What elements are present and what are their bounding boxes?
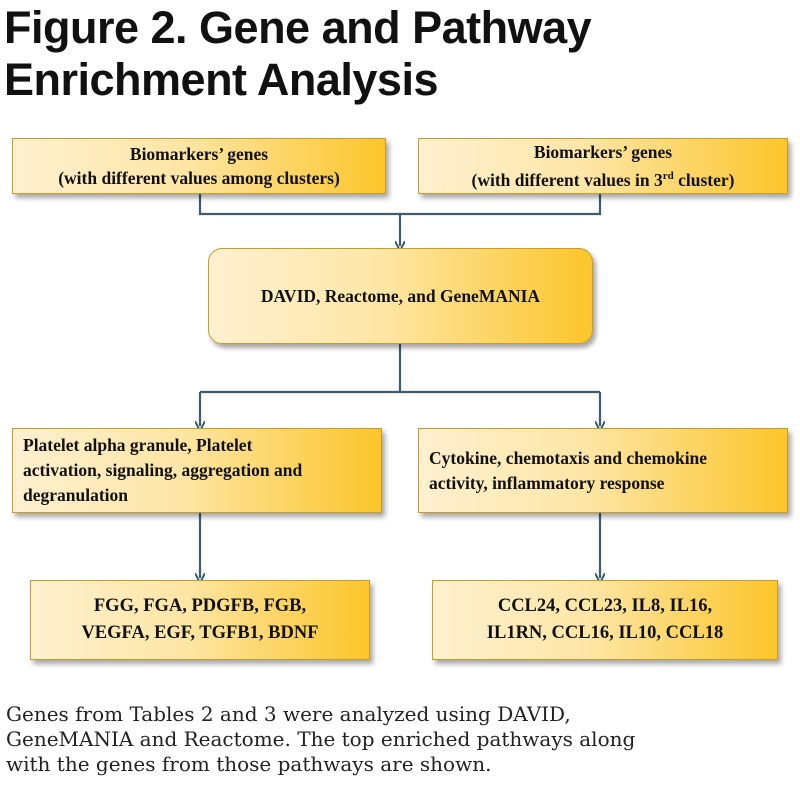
gene-box-cytokine: CCL24, CCL23, IL8, IL16, IL1RN, CCL16, I…	[432, 580, 778, 660]
connector-input-right	[400, 194, 602, 216]
input-box-right-line-2-pre: (with different values in 3	[471, 169, 663, 190]
pathway-box-platelet: Platelet alpha granule, Platelet activat…	[12, 428, 382, 513]
connector-input-left	[198, 194, 400, 216]
caption-line-2: GeneMANIA and Reactome. The top enriched…	[6, 727, 636, 751]
caption-line-3: with the genes from those pathways are s…	[6, 752, 492, 776]
figure-caption: Genes from Tables 2 and 3 were analyzed …	[6, 702, 796, 777]
genes-right-line-2: IL1RN, CCL16, IL10, CCL18	[486, 623, 724, 643]
figure-title: Figure 2. Gene and Pathway Enrichment An…	[4, 2, 796, 106]
pathway-right-line-1: Cytokine, chemotaxis and chemokine	[429, 447, 708, 468]
genes-left-line-1: FGG, FGA, PDGFB, FGB,	[93, 596, 307, 616]
input-box-right-line-2: (with different values in 3rd cluster)	[472, 170, 735, 190]
analysis-tools-label: DAVID, Reactome, and GeneMANIA	[260, 285, 541, 306]
input-box-right-line-2-post: cluster)	[673, 169, 735, 190]
input-box-cluster-genes: Biomarkers’ genes (with different values…	[12, 138, 386, 194]
gene-box-platelet: FGG, FGA, PDGFB, FGB, VEGFA, EGF, TGFB1,…	[30, 580, 370, 660]
analysis-tools-box: DAVID, Reactome, and GeneMANIA	[208, 248, 593, 344]
input-box-left-line-1: Biomarkers’ genes	[129, 144, 269, 164]
genes-right-line-1: CCL24, CCL23, IL8, IL16,	[497, 596, 713, 616]
figure-title-line-1: Figure 2. Gene and Pathway	[4, 2, 592, 53]
pathway-right-line-2: activity, inflammatory response	[429, 472, 665, 493]
ordinal-superscript: rd	[662, 170, 674, 183]
genes-left-line-2: VEGFA, EGF, TGFB1, BDNF	[81, 623, 319, 643]
input-box-left-line-2: (with different values among clusters)	[58, 168, 340, 188]
pathway-box-cytokine: Cytokine, chemotaxis and chemokine activ…	[418, 428, 788, 513]
input-box-third-cluster-genes: Biomarkers’ genes (with different values…	[418, 138, 788, 194]
caption-line-1: Genes from Tables 2 and 3 were analyzed …	[6, 702, 571, 726]
figure-title-line-2: Enrichment Analysis	[4, 54, 438, 105]
pathway-left-line-1: Platelet alpha granule, Platelet	[23, 435, 253, 455]
pathway-left-line-2: activation, signaling, aggregation and	[23, 460, 303, 480]
input-box-right-line-1: Biomarkers’ genes	[533, 142, 673, 163]
pathway-left-line-3: degranulation	[23, 485, 129, 505]
